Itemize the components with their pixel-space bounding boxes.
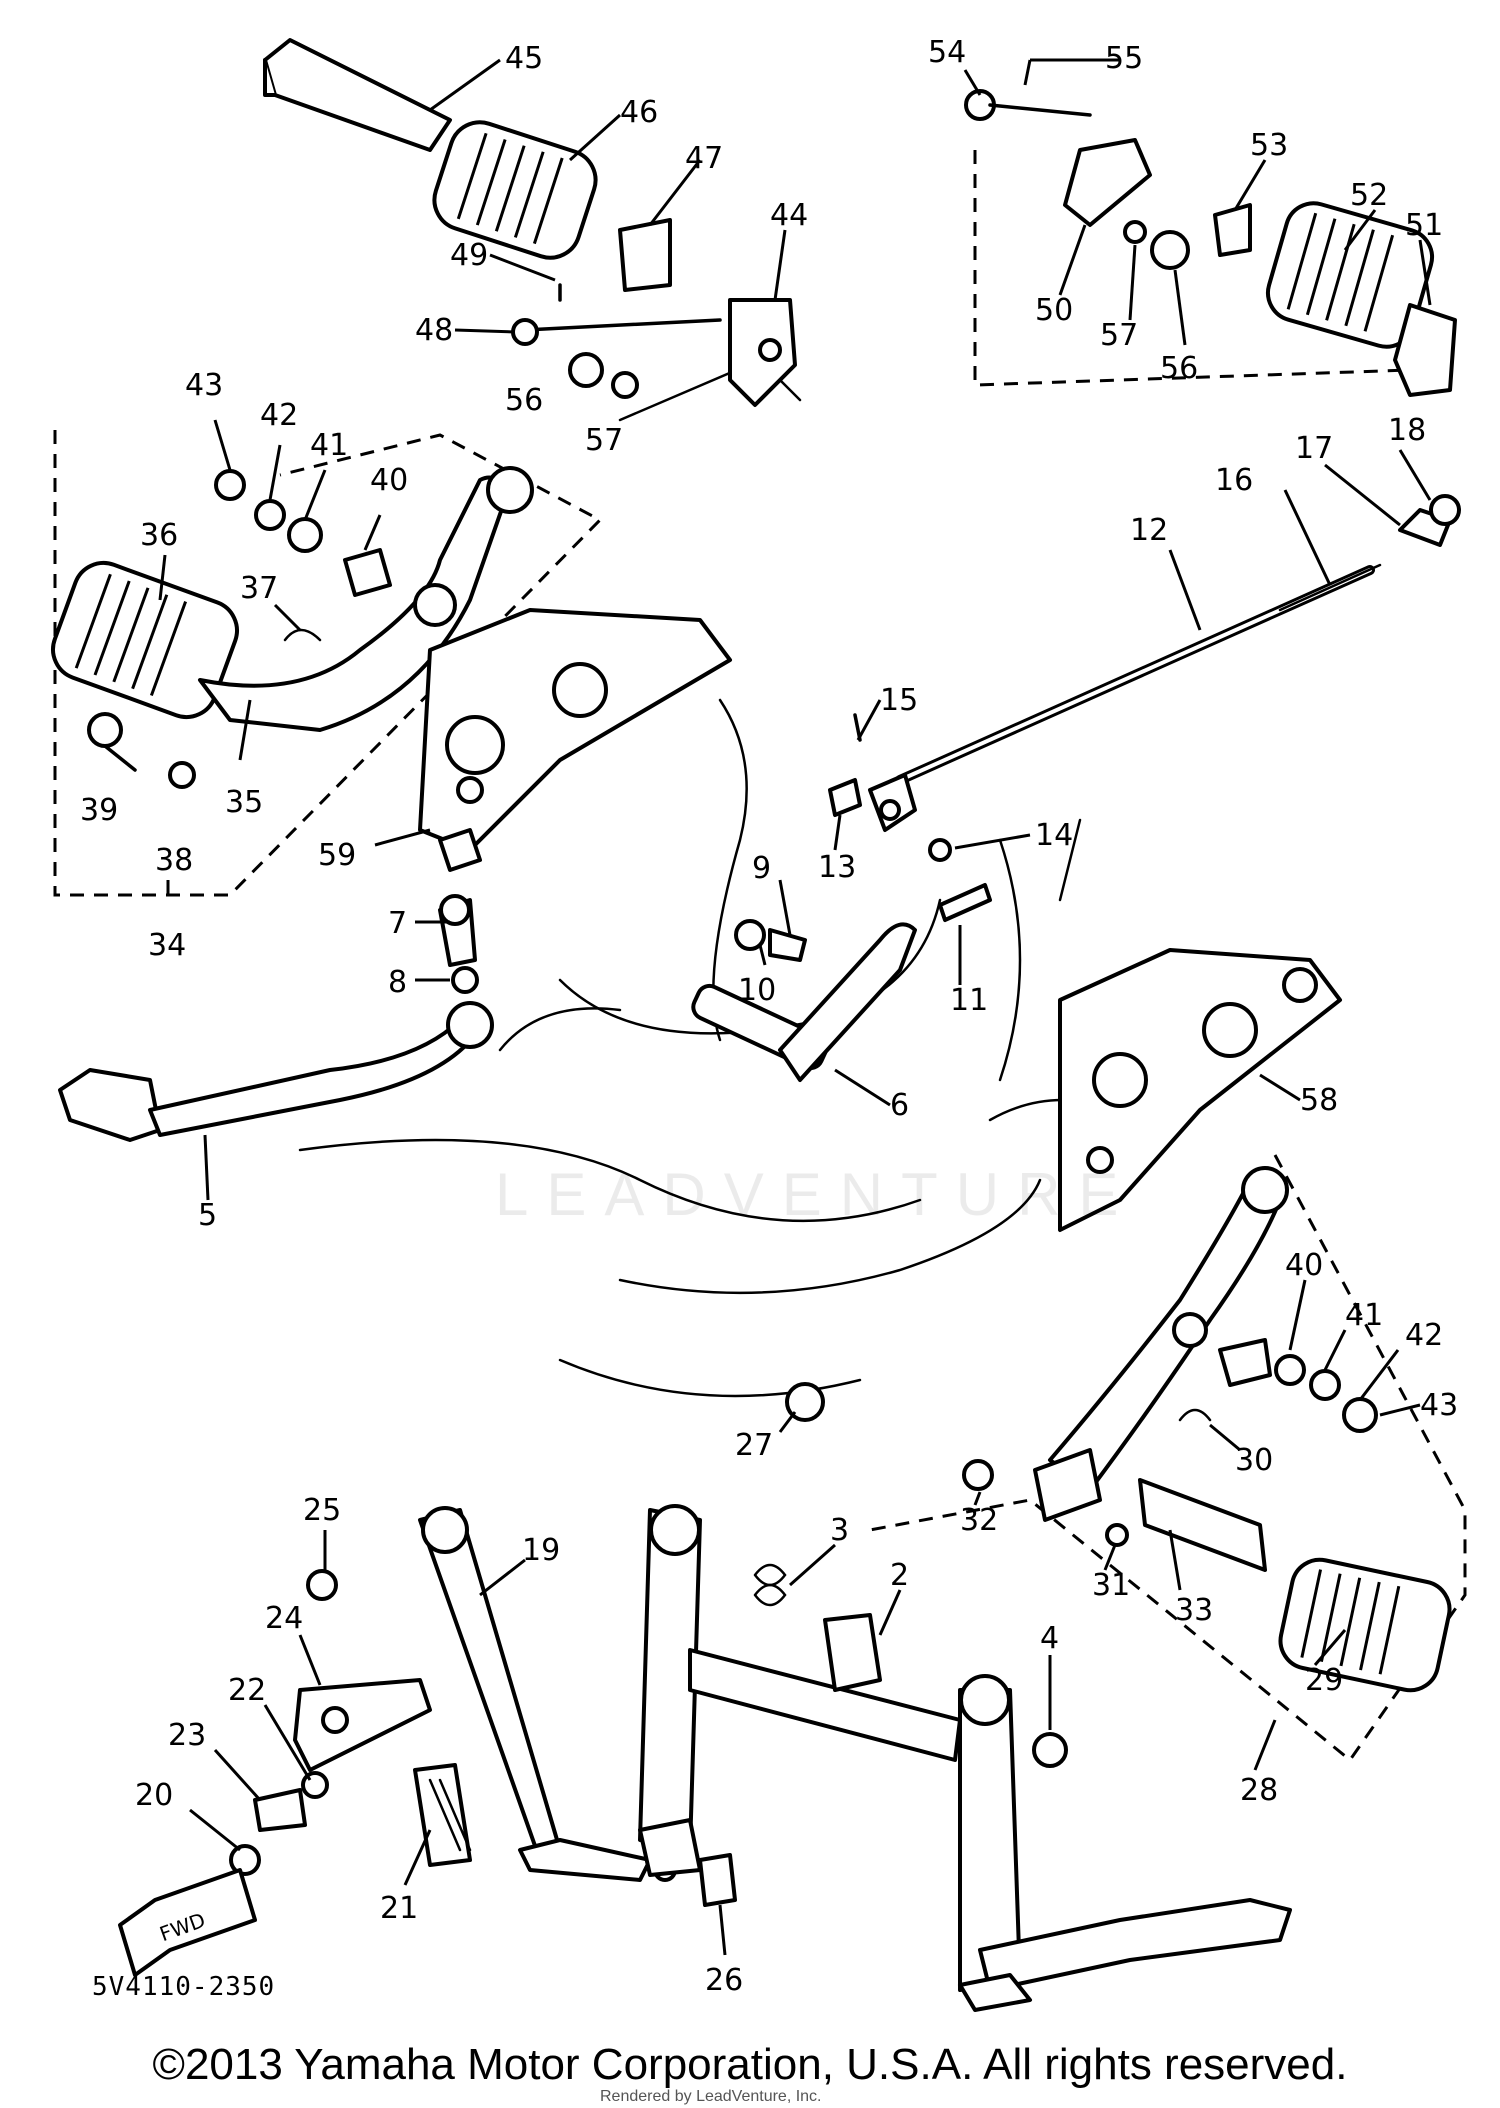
callout-23: 23 <box>168 1718 206 1753</box>
callout-44: 44 <box>770 198 808 233</box>
callout-41: 41 <box>310 428 348 463</box>
callout-12: 12 <box>1130 513 1168 548</box>
callout-31: 31 <box>1092 1568 1130 1603</box>
callout-36: 36 <box>140 518 178 553</box>
callout-3: 3 <box>830 1513 849 1548</box>
callout-51: 51 <box>1405 208 1443 243</box>
callout-57-right: 57 <box>1100 318 1138 353</box>
callout-53: 53 <box>1250 128 1288 163</box>
callout-35: 35 <box>225 785 263 820</box>
callout-55: 55 <box>1105 41 1143 76</box>
callout-19: 19 <box>522 1533 560 1568</box>
callout-21: 21 <box>380 1891 418 1926</box>
group-box-rear-right <box>973 150 1411 387</box>
centerstand <box>638 1382 1292 2012</box>
callout-34: 34 <box>148 928 186 963</box>
callout-59: 59 <box>318 838 356 873</box>
callout-11: 11 <box>950 983 988 1018</box>
callout-40: 40 <box>370 463 408 498</box>
callout-10: 10 <box>738 973 776 1008</box>
shift-shaft-linkage <box>691 713 992 1082</box>
callout-25: 25 <box>303 1493 341 1528</box>
callout-13: 13 <box>818 850 856 885</box>
callout-14: 14 <box>1035 818 1073 853</box>
callout-30: 30 <box>1235 1443 1273 1478</box>
callout-56-right: 56 <box>1160 351 1198 386</box>
callout-58: 58 <box>1300 1083 1338 1118</box>
callout-15: 15 <box>880 683 918 718</box>
callout-28: 28 <box>1240 1773 1278 1808</box>
callout-42: 42 <box>260 398 298 433</box>
callout-9: 9 <box>752 851 771 886</box>
callout-labels: 45 46 47 49 48 44 56 57 54 55 53 52 51 5… <box>80 35 1458 1998</box>
callout-18: 18 <box>1388 413 1426 448</box>
drawing-code: 5V4110-2350 <box>92 1972 276 2002</box>
brake-pedal <box>58 894 494 1142</box>
front-footrest-arm-right <box>962 1166 1452 1693</box>
callout-49: 49 <box>450 238 488 273</box>
callout-4: 4 <box>1040 1621 1059 1656</box>
callout-40-right: 40 <box>1285 1248 1323 1283</box>
callout-47: 47 <box>685 141 723 176</box>
callout-43: 43 <box>185 368 223 403</box>
callout-17: 17 <box>1295 431 1333 466</box>
callout-41-right: 41 <box>1345 1298 1383 1333</box>
callout-42-right: 42 <box>1405 1318 1443 1353</box>
callout-7: 7 <box>388 906 407 941</box>
rear-footrest-arm-left <box>51 466 732 872</box>
callout-39: 39 <box>80 793 118 828</box>
callout-16: 16 <box>1215 463 1253 498</box>
callout-54: 54 <box>928 35 966 70</box>
callout-8: 8 <box>388 965 407 1000</box>
frame-outline <box>298 358 1142 1398</box>
shift-rod <box>868 494 1461 832</box>
callout-22: 22 <box>228 1673 266 1708</box>
callout-50: 50 <box>1035 293 1073 328</box>
footrest-bracket-right <box>1058 948 1342 1232</box>
leader-lines <box>158 58 1432 1956</box>
callout-32: 32 <box>960 1503 998 1538</box>
callout-6: 6 <box>890 1088 909 1123</box>
callout-26: 26 <box>705 1963 743 1998</box>
callout-20: 20 <box>135 1778 173 1813</box>
callout-43-right: 43 <box>1420 1388 1458 1423</box>
fwd-arrow-icon: FWD <box>118 1868 257 1977</box>
callout-45: 45 <box>505 41 543 76</box>
sidestand <box>229 1506 737 1907</box>
callout-56: 56 <box>505 383 543 418</box>
callout-37: 37 <box>240 571 278 606</box>
copyright-notice: ©2013 Yamaha Motor Corporation, U.S.A. A… <box>152 2040 1348 2089</box>
group-box-rear-left <box>53 430 603 897</box>
callout-2: 2 <box>890 1558 909 1593</box>
callout-27: 27 <box>735 1428 773 1463</box>
callout-5: 5 <box>198 1198 217 1233</box>
callout-24: 24 <box>265 1601 303 1636</box>
rear-footrest-left <box>263 38 672 292</box>
callout-46: 46 <box>620 95 658 130</box>
watermark: LEADVENTURE <box>495 1161 1137 1228</box>
callout-57: 57 <box>585 423 623 458</box>
rear-footrest-right <box>964 89 1457 397</box>
rear-bracket-left <box>511 283 797 407</box>
render-credit: Rendered by LeadVenture, Inc. <box>600 2088 822 2105</box>
callout-52: 52 <box>1350 178 1388 213</box>
callout-29: 29 <box>1305 1663 1343 1698</box>
callout-48: 48 <box>415 313 453 348</box>
callout-33: 33 <box>1175 1593 1213 1628</box>
callout-38: 38 <box>155 843 193 878</box>
